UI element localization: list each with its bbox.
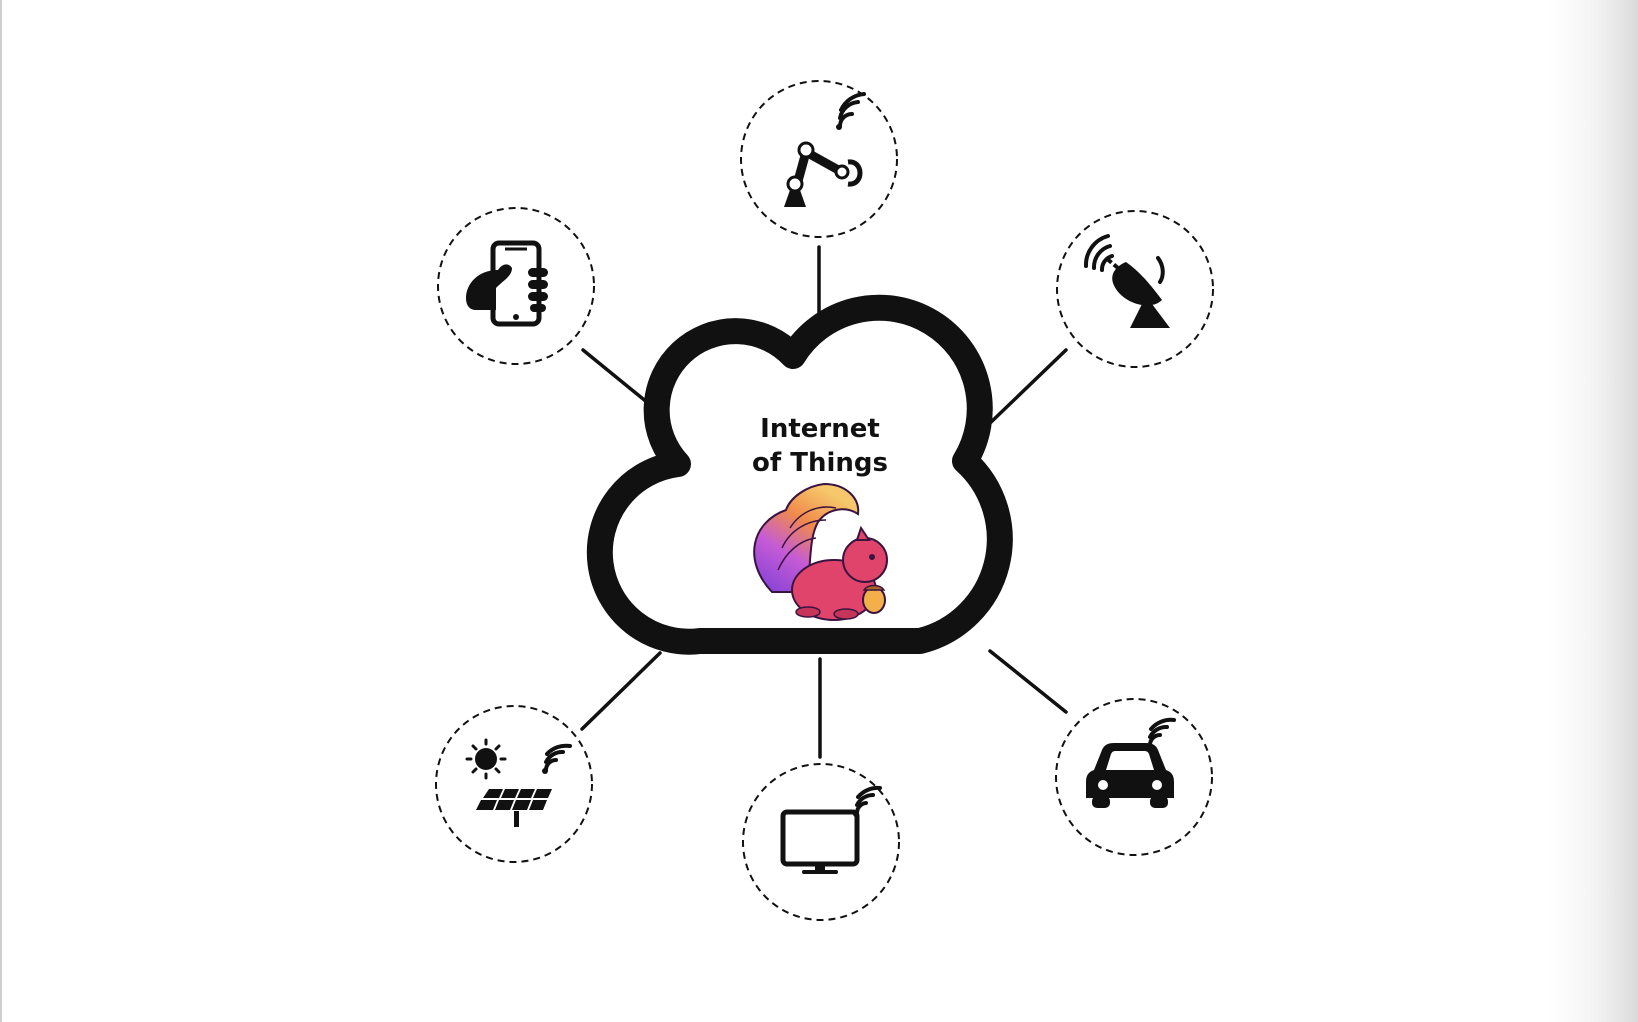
cloud-title-line1: Internet: [760, 414, 880, 444]
car-icon: [1086, 717, 1176, 808]
right-page-shadow: [1548, 0, 1638, 1022]
solar-panel-icon: [465, 738, 572, 827]
satellite-dish-icon: [1083, 234, 1170, 328]
left-edge-rule: [0, 0, 2, 1022]
robot-arm-icon: [784, 92, 866, 207]
smartphone-in-hand-icon: [466, 240, 548, 327]
squirrel-mascot-icon: [753, 482, 888, 621]
connector-solar-panel: [580, 651, 662, 731]
device-circle-solar-panel: [435, 705, 593, 863]
connector-satellite-dish: [986, 348, 1068, 427]
cloud-shape: [586, 294, 1013, 655]
cloud-title-line2: of Things: [752, 448, 888, 478]
connector-car: [988, 649, 1068, 714]
monitor-icon: [780, 785, 882, 874]
